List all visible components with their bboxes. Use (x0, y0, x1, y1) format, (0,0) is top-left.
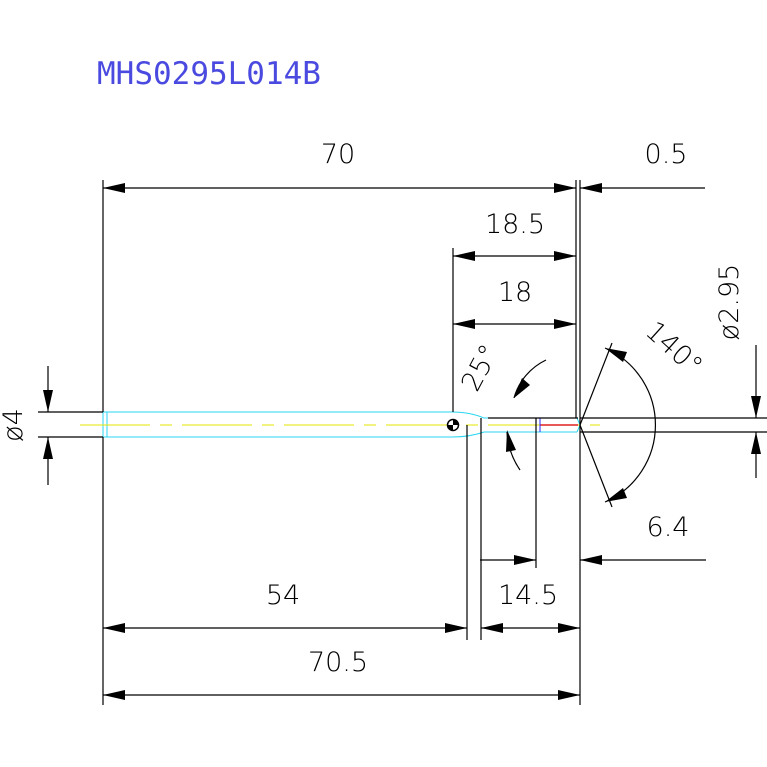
arrow-6-4-right (580, 555, 602, 565)
point-angle-leg-bottom (579, 424, 613, 508)
arrow-18-right (554, 319, 576, 329)
arrow-2-95-top (751, 396, 761, 418)
arrow-25-top (514, 378, 530, 398)
dim-54-label: 54 (266, 580, 300, 611)
arrow-70-right (554, 183, 576, 193)
dim-140-label: 140° (639, 315, 708, 382)
dim-25-label: 25° (456, 340, 506, 397)
dim-70-5-label: 70.5 (308, 647, 368, 678)
arrow-14-5-left (481, 623, 503, 633)
dim-18-label: 18 (498, 277, 532, 308)
arrow-2-95-bottom (751, 432, 761, 454)
dim-0-5-label: 0.5 (645, 139, 688, 170)
dim-70-label: 70 (321, 139, 355, 170)
dim-6-4-label: 6.4 (647, 512, 690, 543)
arrow-70-left (103, 183, 125, 193)
arrow-70-5-left (103, 690, 125, 700)
arrow-14-5-right (558, 623, 580, 633)
arrow-54-left (103, 623, 125, 633)
arrow-6-4-left (514, 555, 536, 565)
arrow-dia4-top (43, 390, 53, 412)
arrow-140-bottom (605, 488, 627, 502)
arrow-140-top (605, 348, 627, 362)
dim-14-5-label: 14.5 (498, 580, 558, 611)
arrow-0-5 (580, 183, 602, 193)
arrow-18-5-right (554, 251, 576, 261)
dim-18-5-label: 18.5 (485, 209, 545, 240)
arrow-70-5-right (558, 690, 580, 700)
dim-2-95-label: ø2.95 (714, 264, 745, 341)
point-angle-arc (604, 347, 657, 503)
arrow-25-bottom (506, 430, 516, 452)
angle-25-arc-top (513, 359, 547, 399)
arrow-54-right (445, 623, 467, 633)
point-angle-leg-top (579, 342, 613, 426)
arrow-18-5-left (453, 251, 475, 261)
center-mark-icon (446, 418, 460, 432)
arrow-dia4-bottom (43, 437, 53, 459)
arrow-18-left (453, 319, 475, 329)
drawing-title: MHS0295L014B (97, 56, 321, 92)
dim-dia4-label: ø4 (0, 408, 29, 442)
